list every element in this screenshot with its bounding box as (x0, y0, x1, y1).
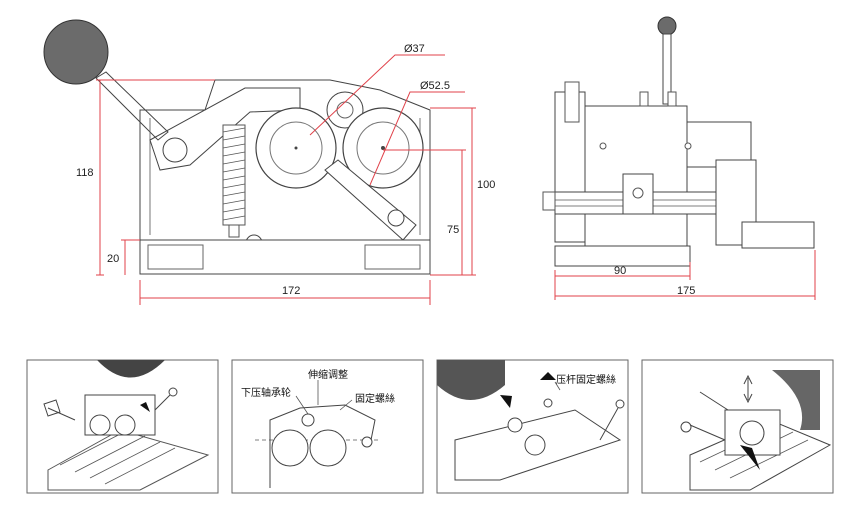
base-foot-left (147, 244, 204, 270)
handle-bar (95, 71, 169, 141)
panel2-roller-left (271, 429, 309, 467)
panel1-base (47, 429, 210, 491)
spring (222, 124, 246, 238)
dim-total-width: 175 (677, 285, 695, 297)
front-dimensions (96, 54, 476, 305)
side-base (554, 245, 691, 267)
side-screw-2 (667, 91, 677, 107)
step-panel-3: 压杆固定螺絲 (436, 359, 629, 494)
panel1-lever-knob (168, 387, 178, 397)
panel2-label-lower-bearing: 下压轴承轮 (241, 386, 291, 399)
step-panel-2: 伸缩调整 下压轴承轮 固定螺絲 (231, 359, 424, 494)
dim-small-diameter: Ø37 (404, 43, 425, 55)
panel4-roller (739, 420, 765, 446)
panel1-roller-2 (114, 414, 136, 436)
panel3-label: 压杆固定螺絲 (556, 373, 616, 386)
side-view: 90 175 (542, 16, 816, 300)
step-panel-4 (641, 359, 834, 494)
panel3-leader (554, 381, 561, 391)
panel2-roller-right (309, 429, 347, 467)
panel2-frame (269, 404, 376, 488)
panel1-lever (154, 394, 171, 411)
panel2-leaders (295, 380, 353, 415)
handle-knob (43, 19, 109, 85)
panel3-arrow-2 (540, 372, 556, 380)
panel4-lever (689, 424, 726, 441)
side-handle-bar (662, 33, 672, 105)
base-foot-right (364, 244, 421, 270)
panel3-arrow-1 (500, 395, 512, 408)
side-handle-knob (657, 16, 677, 36)
panel3-blade (437, 360, 505, 400)
panel4-arrow (740, 445, 760, 470)
panel4-crank (699, 391, 729, 411)
side-dimensions (554, 250, 816, 300)
side-screw-1 (639, 91, 649, 107)
panel1-arrow (140, 402, 150, 412)
side-hole-1 (599, 142, 607, 150)
side-top-arm (564, 81, 580, 123)
panel1-crank (43, 399, 76, 421)
dim-width: 172 (282, 285, 300, 297)
panel4-updown-arrow (743, 374, 753, 404)
panel4-blade (772, 370, 820, 430)
panel1-blade (97, 360, 165, 378)
panel3-bearing (507, 417, 523, 433)
dim-base-height: 20 (107, 253, 119, 265)
panel2-fix-screw (361, 436, 373, 448)
panel2-label-adjust: 伸缩调整 (308, 368, 348, 381)
panel2-bearing (301, 413, 315, 427)
small-roller-hub (336, 101, 354, 119)
dim-large-diameter: Ø52.5 (420, 80, 450, 92)
side-hole-2 (684, 142, 692, 150)
dim-height-axis: 75 (447, 224, 459, 236)
panel3-lever (599, 407, 619, 441)
panel1-grid (59, 429, 176, 485)
lever-arm (149, 87, 301, 171)
panel3-fix-screw (543, 398, 553, 408)
step-panel-1 (26, 359, 219, 494)
guide-screw (387, 209, 405, 227)
front-view: 118 20 172 100 75 Ø37 Ø52.5 (43, 19, 495, 305)
dim-height-total: 118 (76, 167, 94, 179)
left-roller-center (294, 146, 298, 150)
panel3-lever-knob (615, 399, 625, 409)
dim-inner-width: 90 (614, 265, 626, 277)
panel2-label-fix-screw: 固定螺絲 (355, 392, 395, 405)
panel1-roller-1 (89, 414, 111, 436)
side-left-knob (542, 191, 556, 211)
side-crank-handle (741, 221, 815, 249)
side-clamp-bolt (632, 187, 644, 199)
panel4-lever-knob (680, 421, 692, 433)
right-roller-center (381, 146, 385, 150)
dim-height-right: 100 (477, 179, 495, 191)
panel3-roller (524, 434, 546, 456)
lever-pivot (162, 137, 188, 163)
